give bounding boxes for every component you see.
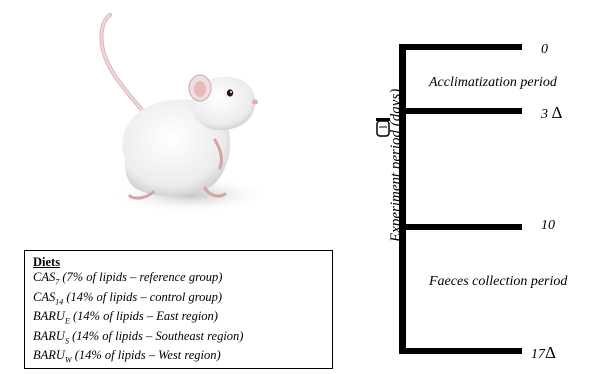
period-label-faeces-collection: Faeces collection period bbox=[429, 274, 567, 290]
delta-marker-icon: Δ bbox=[552, 103, 563, 122]
delta-marker-icon: Δ bbox=[545, 343, 556, 362]
day-label-0: 0 bbox=[541, 42, 548, 58]
period-label-acclimatization: Acclimatization period bbox=[429, 75, 557, 91]
day-label-3: 3 Δ bbox=[541, 103, 562, 123]
timeline-tick-day-3 bbox=[399, 108, 522, 114]
timeline-tick-day-17 bbox=[399, 348, 522, 354]
day-label-17: 17Δ bbox=[531, 343, 556, 363]
timeline-tick-day-10 bbox=[399, 224, 522, 230]
axis-label: Experiment period (days) bbox=[388, 89, 405, 242]
timeline-tick-day-0 bbox=[399, 44, 522, 50]
day-label-10: 10 bbox=[541, 218, 555, 234]
